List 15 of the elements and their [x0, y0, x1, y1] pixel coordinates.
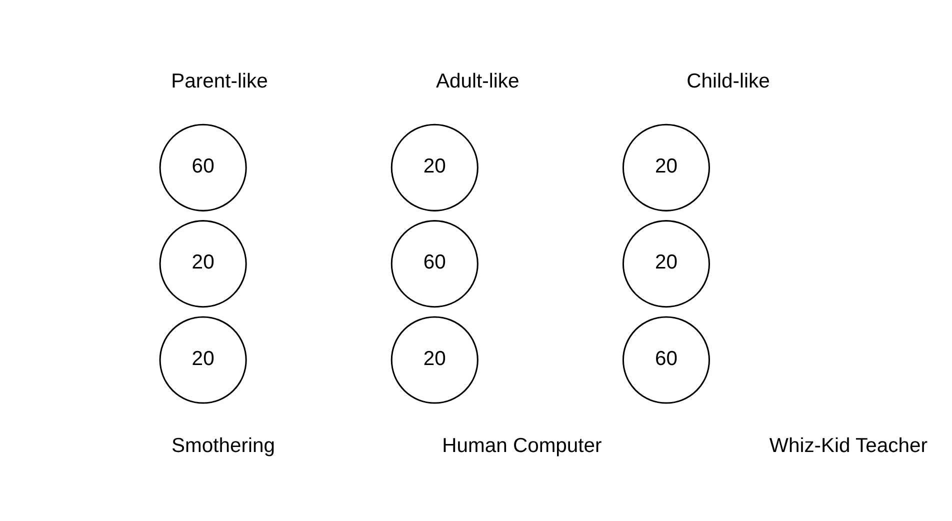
label: Whiz-Kid Teacher	[768, 434, 928, 457]
label: Adult-like	[436, 70, 519, 93]
node-circle: 60	[622, 316, 710, 404]
label: Human Computer	[442, 434, 602, 457]
label: Child-like	[686, 70, 770, 93]
label: Smothering	[171, 434, 275, 457]
node-circle: 20	[158, 316, 246, 404]
node-circle: 20	[390, 124, 478, 212]
node-circle: 20	[158, 220, 246, 308]
node-circle: 20	[622, 220, 710, 308]
node-circle: 20	[390, 316, 478, 404]
label: Parent-like	[170, 70, 268, 93]
node-circle: 20	[622, 124, 710, 212]
node-circle: 60	[158, 124, 246, 212]
node-circle: 60	[390, 220, 478, 308]
